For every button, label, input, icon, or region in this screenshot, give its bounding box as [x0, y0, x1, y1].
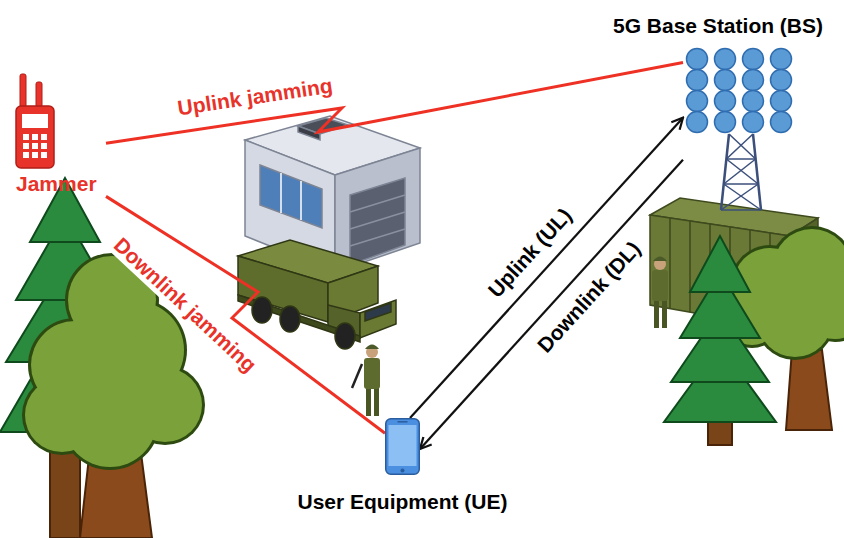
node-label: Jammer — [16, 172, 97, 196]
window-mullion — [280, 173, 282, 213]
phone-speaker — [398, 421, 408, 423]
truck-window — [365, 303, 391, 321]
lattice-tower — [721, 134, 761, 210]
edge-label: Downlink jamming — [107, 231, 263, 379]
antenna-element — [771, 112, 792, 133]
jammer-screen — [22, 114, 48, 128]
antenna-element — [715, 70, 736, 91]
antenna-element — [771, 49, 792, 70]
tower-brace — [721, 209, 761, 211]
container-rib — [669, 218, 671, 309]
tower-brace — [729, 134, 756, 159]
jammer-key — [32, 152, 38, 158]
tower-brace — [724, 184, 761, 210]
jammer-key — [23, 134, 29, 140]
antenna-element — [743, 112, 764, 133]
antenna-element — [771, 91, 792, 112]
antenna-element — [743, 49, 764, 70]
truck-wheel — [252, 297, 272, 323]
door-slat — [350, 212, 405, 229]
building-window — [260, 165, 322, 228]
door-slat — [350, 229, 405, 246]
jammer-body — [16, 106, 54, 168]
soldier-rifle — [352, 364, 362, 388]
connector-group — [106, 62, 683, 449]
crown-lobe — [63, 373, 157, 467]
jammer-key — [41, 143, 47, 149]
tower-brace — [724, 159, 756, 184]
soldier-body — [364, 358, 380, 389]
tower-brace — [724, 183, 759, 185]
military-truck — [238, 240, 396, 349]
tower-brace — [726, 134, 753, 159]
node-heading: 5G Base Station (BS) — [613, 14, 823, 38]
antenna-element — [687, 49, 708, 70]
phone-button — [401, 469, 405, 473]
edge-label: Uplink (UL) — [481, 201, 578, 304]
soldier-leg — [654, 300, 659, 328]
tower-leg — [721, 134, 729, 210]
antenna-element — [687, 70, 708, 91]
phone-screen — [389, 425, 417, 466]
window-mullion — [300, 181, 302, 220]
container-rib — [689, 221, 691, 312]
jammer-key — [23, 143, 29, 149]
truck-wheel — [335, 323, 355, 349]
jammer-device — [16, 74, 54, 168]
edge-label: Downlink (DL) — [531, 235, 648, 360]
jammer-key — [41, 152, 47, 158]
antenna-element — [771, 70, 792, 91]
uplink-jamming-bolt — [106, 62, 683, 143]
tree-trunk — [786, 350, 832, 430]
garage-door — [350, 178, 405, 265]
truck-cab — [360, 300, 396, 338]
downlink-arrow — [420, 160, 683, 449]
tower-leg — [753, 134, 761, 210]
soldier-figure — [352, 345, 380, 417]
antenna-element — [743, 91, 764, 112]
antenna-array — [687, 49, 792, 133]
soldier-leg — [374, 388, 379, 416]
base-station-node: 5G Base Station (BS) — [683, 48, 800, 210]
jammer-antenna — [20, 74, 26, 110]
user-equipment-node: User Equipment (UE) — [385, 418, 420, 475]
tower-brace — [721, 184, 758, 210]
soldier-body — [652, 270, 668, 301]
right-conifer-tree — [664, 236, 776, 445]
door-slat — [350, 195, 405, 212]
jammer-key — [32, 143, 38, 149]
building-wall — [335, 148, 420, 272]
soldier-helmet — [653, 257, 667, 262]
antenna-element — [687, 112, 708, 133]
antenna-element — [715, 91, 736, 112]
jammer-node: Jammer — [12, 72, 106, 200]
antenna-element — [715, 112, 736, 133]
antenna-element — [743, 70, 764, 91]
jammer-key — [32, 134, 38, 140]
bs-icon — [683, 48, 800, 210]
jammer-key — [41, 134, 47, 140]
uplink-arrow — [410, 118, 683, 418]
edge-label: Uplink jamming — [173, 73, 337, 121]
soldier-leg — [366, 388, 371, 416]
truck-wheel — [280, 306, 300, 332]
soldier-leg — [662, 300, 667, 328]
tower-brace — [726, 159, 758, 184]
antenna-element — [715, 49, 736, 70]
antenna-element — [687, 91, 708, 112]
node-label: User Equipment (UE) — [297, 490, 507, 514]
soldier-figure — [652, 257, 668, 329]
tower-brace — [726, 158, 755, 160]
tree-tier — [690, 236, 750, 292]
soldier-helmet — [365, 345, 379, 350]
jammer-key — [23, 152, 29, 158]
phone-icon — [385, 418, 420, 475]
phone-body — [386, 419, 420, 475]
downlink-jamming-bolt — [106, 196, 385, 433]
